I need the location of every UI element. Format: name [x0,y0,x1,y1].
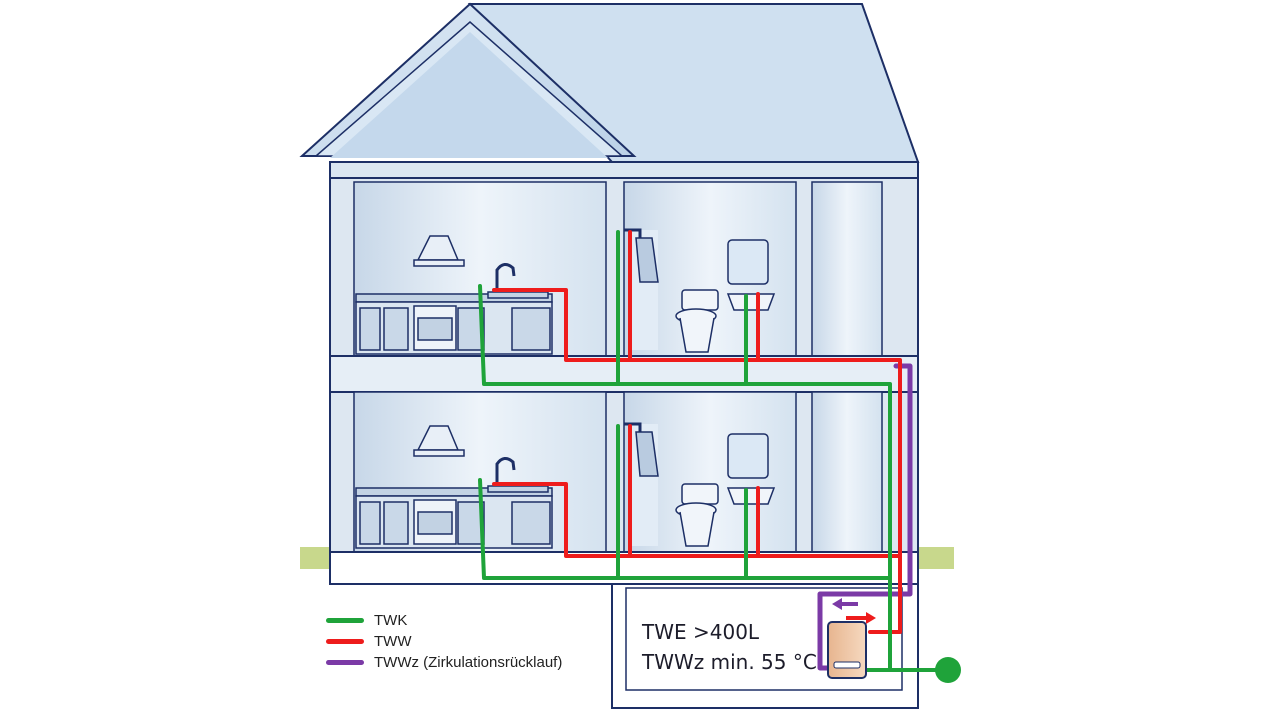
range-hood-icon [413,425,465,457]
legend-label: TWW [374,633,412,650]
water-meter-icon [935,657,961,683]
bathroom-lower [624,422,776,547]
basement-info: TWE >400L TWWz min. 55 °C [642,617,817,677]
legend-swatch-twk [326,618,364,623]
toilet-icon [675,289,719,353]
bathroom-upper [624,228,776,353]
legend-item-tww: TWW [326,631,562,652]
legend-item-twwz: TWWz (Zirkulationsrücklauf) [326,652,562,673]
mirror-icon [727,239,769,285]
shower-head-icon [624,228,659,283]
roof [299,2,920,179]
legend-item-twk: TWK [326,610,562,631]
flow-arrows [832,598,876,624]
toilet-icon [675,483,719,547]
oven-icon [413,499,457,545]
range-hood-icon [413,235,465,267]
info-line-1: TWE >400L [642,620,760,644]
info-line-2: TWWz min. 55 °C [642,650,817,674]
washbasin-icon [726,487,776,505]
legend-label: TWK [374,612,408,629]
legend-swatch-tww [326,639,364,644]
legend-label: TWWz (Zirkulationsrücklauf) [374,654,563,671]
mirror-icon [727,433,769,479]
pipe-twk [478,230,952,672]
legend-swatch-twwz [326,660,364,665]
legend: TWK TWW TWWz (Zirkulationsrücklauf) [326,610,562,673]
water-heater-icon [827,621,867,679]
shower-head-icon [624,422,659,477]
pipe-twwz [817,363,913,671]
washbasin-icon [726,293,776,311]
kitchen-lower [355,425,553,549]
oven-icon [413,305,457,351]
pipe-tww [492,230,902,634]
ground-right [918,547,954,569]
kitchen-upper [355,235,553,355]
ground-left [300,547,334,569]
